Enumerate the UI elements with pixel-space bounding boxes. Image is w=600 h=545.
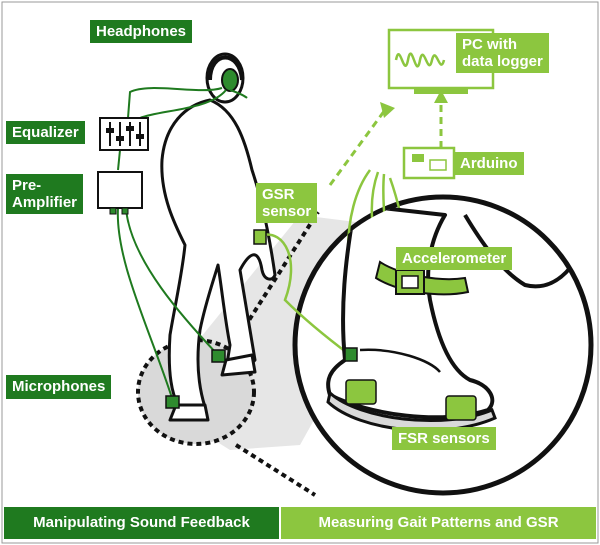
gsr-pad-icon bbox=[253, 229, 267, 245]
pc-data-logger-label: PC with data logger bbox=[456, 33, 549, 73]
equalizer-label-text: Equalizer bbox=[12, 124, 79, 141]
arduino-board-icon bbox=[402, 146, 456, 180]
gsr-sensor-label: GSR sensor bbox=[256, 183, 318, 223]
equalizer-icon bbox=[99, 117, 149, 151]
pre-amplifier-icon bbox=[97, 171, 143, 215]
microphones-label-text: Microphones bbox=[12, 378, 106, 395]
arduino-label: Arduino bbox=[454, 152, 524, 175]
arduino-label-text: Arduino bbox=[460, 155, 518, 172]
pre-amplifier-label-line2: Amplifier bbox=[12, 194, 78, 211]
data-flow-arrows bbox=[328, 100, 443, 186]
accelerometer-label-text: Accelerometer bbox=[402, 250, 507, 267]
headphones-label: Headphones bbox=[90, 20, 193, 43]
sound-cables bbox=[116, 87, 248, 399]
arrow-head-left bbox=[380, 102, 395, 118]
arrow-head-right bbox=[434, 90, 448, 103]
accelerometer-strap-icon bbox=[374, 260, 470, 296]
headphones-icon bbox=[221, 68, 239, 92]
gsr-electrode-icon bbox=[344, 347, 358, 362]
microphone-pad-icon bbox=[165, 395, 180, 409]
headphones-label-text: Headphones bbox=[96, 23, 187, 40]
accelerometer-label: Accelerometer bbox=[396, 247, 513, 270]
equalizer-label: Equalizer bbox=[6, 121, 85, 144]
footer-right-text: Measuring Gait Patterns and GSR bbox=[318, 514, 559, 531]
fsr-pad-icon bbox=[345, 379, 377, 405]
pc-label-line1: PC with bbox=[462, 36, 517, 53]
fsr-sensors-label-text: FSR sensors bbox=[398, 430, 490, 447]
pre-amplifier-label-line1: Pre- bbox=[12, 177, 42, 194]
footer-gait-gsr: Measuring Gait Patterns and GSR bbox=[281, 507, 596, 539]
fsr-sensors-label: FSR sensors bbox=[392, 427, 496, 450]
footer-sound-feedback: Manipulating Sound Feedback bbox=[4, 507, 279, 539]
gsr-sensor-label-line2: sensor bbox=[262, 203, 312, 220]
microphone-pad-icon bbox=[211, 349, 226, 363]
pre-amplifier-label: Pre- Amplifier bbox=[6, 174, 84, 214]
zoom-dotted-line-bottom bbox=[234, 443, 317, 497]
shoe-sole bbox=[326, 390, 497, 432]
shoe-sock-line bbox=[359, 348, 441, 373]
fsr-pad-icon bbox=[445, 395, 477, 421]
gsr-sensor-label-line1: GSR bbox=[262, 186, 295, 203]
pc-label-line2: data logger bbox=[462, 53, 543, 70]
headphones-band bbox=[208, 55, 244, 81]
footer-left-text: Manipulating Sound Feedback bbox=[33, 514, 250, 531]
microphones-label: Microphones bbox=[6, 375, 112, 399]
